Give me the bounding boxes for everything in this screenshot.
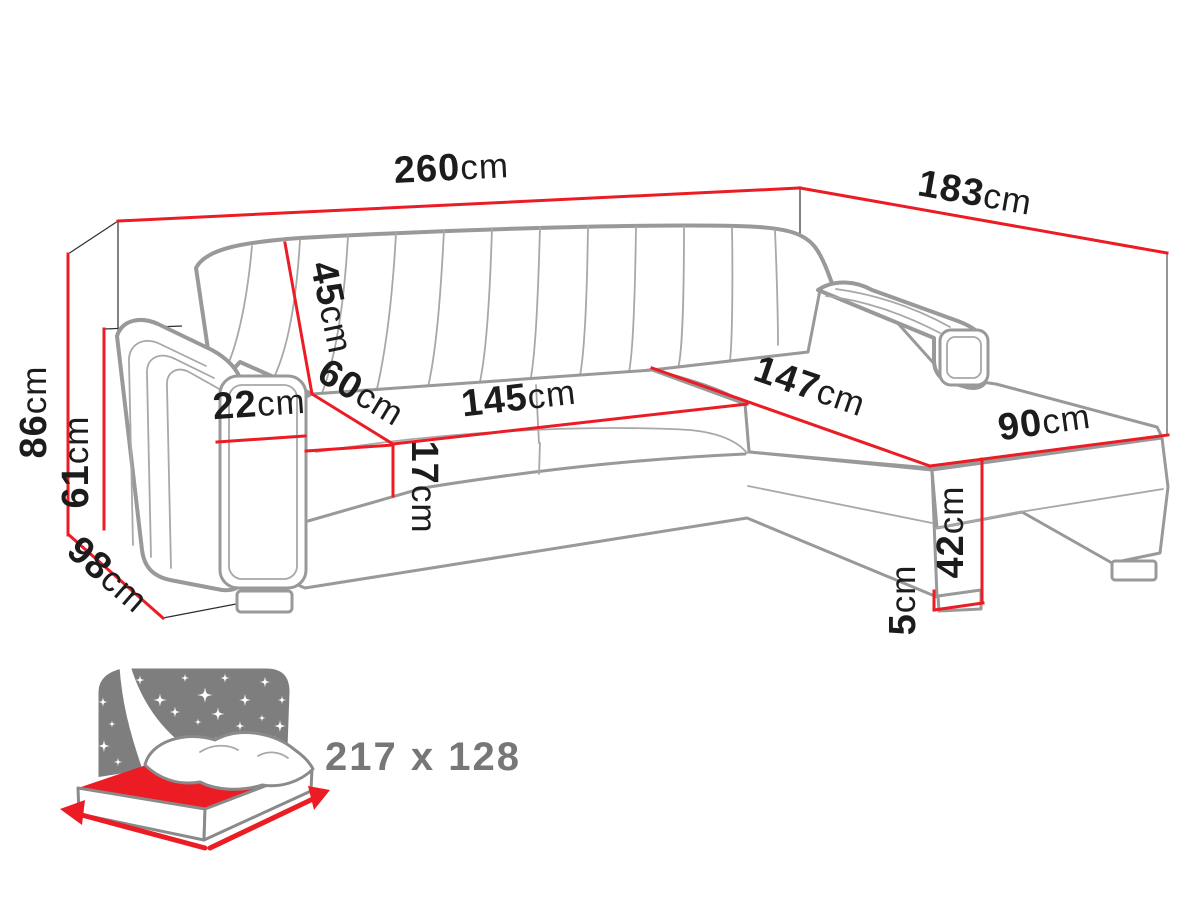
blanket xyxy=(143,731,315,791)
projection-line xyxy=(67,220,119,255)
seat-front-edge xyxy=(306,452,747,523)
label-seat-width: 145cm xyxy=(459,371,578,426)
dimension-line-backrest-seat xyxy=(283,241,396,447)
label-cushion-thickness: 17cm xyxy=(403,441,445,534)
blanket-fold xyxy=(199,744,239,753)
label-total-depth: 183cm xyxy=(915,163,1036,224)
dimension-line-total-depth xyxy=(798,186,1169,255)
dimension-line-armrest-width xyxy=(215,434,307,444)
dimension-lines xyxy=(66,186,1170,621)
dimension-line-side-depth xyxy=(66,532,166,621)
chaise-right-face xyxy=(930,436,1170,565)
label-leg-height: 5cm xyxy=(882,565,924,636)
dimension-line-chaise-length xyxy=(650,366,932,468)
dimension-labels: 260cm 183cm 86cm 61cm 45cm 60cm 22cm 17c… xyxy=(13,144,1093,636)
projection-line xyxy=(162,603,237,619)
dimension-line-chaise-width xyxy=(928,433,1170,468)
dimension-line-bottom-link xyxy=(932,601,985,612)
sleeping-area-label: 217 x 128 xyxy=(325,735,521,779)
blanket-fold xyxy=(257,751,289,759)
left-armrest xyxy=(115,318,308,614)
unfold-arrow-right xyxy=(207,795,318,851)
label-total-width: 260cm xyxy=(393,144,510,192)
seat-cushion-divider xyxy=(538,442,541,475)
label-total-height: 86cm xyxy=(13,366,55,459)
dimension-line-seat-width xyxy=(391,402,749,446)
right-armrest xyxy=(816,280,990,390)
chaise-front-seam xyxy=(747,485,933,524)
dimension-line-seat-level xyxy=(304,443,395,453)
label-seat-height: 42cm xyxy=(930,486,972,579)
label-backrest-height: 45cm xyxy=(302,258,362,358)
armrest-leg xyxy=(235,589,294,614)
unfold-arrow-left xyxy=(75,811,208,851)
sofa-drawing xyxy=(115,223,1170,614)
chaise-right-leg xyxy=(1110,559,1158,582)
unfold-arrow-left-head xyxy=(60,800,85,825)
label-armrest-width: 22cm xyxy=(211,380,307,428)
label-armrest-height: 61cm xyxy=(55,416,97,509)
sleeping-function-icon: 217 x 128 xyxy=(60,662,521,851)
label-chaise-width: 90cm xyxy=(995,395,1093,450)
seat-surface-divider xyxy=(535,384,540,444)
seat-cushion-seam xyxy=(315,427,748,454)
unfold-arrow-right-head xyxy=(308,786,330,810)
dimension-line-total-width xyxy=(116,186,802,223)
backrest-channel-stitching xyxy=(223,225,779,409)
sofa-legs xyxy=(936,559,1158,613)
